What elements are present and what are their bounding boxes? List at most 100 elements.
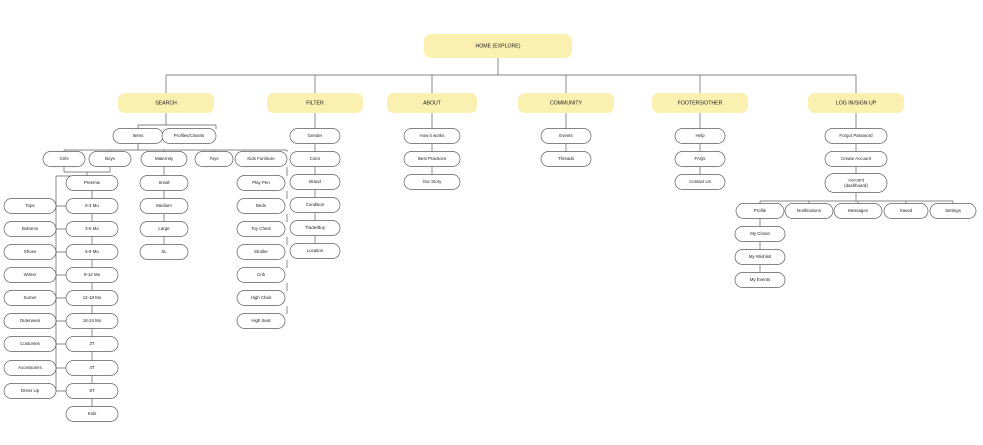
node-label: Preemie xyxy=(84,180,101,185)
node-account-dashboard[interactable]: Account(dashboard) xyxy=(824,173,888,193)
node-outerwear[interactable]: Outerwear xyxy=(3,313,57,329)
node-community[interactable]: COMMUNITY xyxy=(518,93,614,113)
node-about[interactable]: ABOUT xyxy=(387,93,477,113)
node-label: 3-6 Mo xyxy=(85,226,99,231)
node-profile[interactable]: Profile xyxy=(735,203,785,219)
node-shape xyxy=(403,151,461,167)
node-sumer[interactable]: Sumer xyxy=(3,290,57,306)
node-help[interactable]: Help xyxy=(674,128,726,144)
node-18-24-mo[interactable]: 18-24 Mo xyxy=(65,313,119,329)
node-trade-buy[interactable]: Trade/Buy xyxy=(289,220,341,236)
node-5t[interactable]: 5T xyxy=(65,383,119,399)
node-label: 6-9 Mo xyxy=(85,249,99,254)
node-layer: HOME (EXPLORE) SEARCH Items Profiles/Closet… xyxy=(3,34,977,422)
node-shape xyxy=(65,336,119,352)
node-my-events[interactable]: My Events xyxy=(734,272,786,288)
node-label: Items xyxy=(133,133,145,138)
node-condition[interactable]: Condition xyxy=(289,197,341,213)
node-label: Our Story xyxy=(423,179,443,184)
node-label: 5T xyxy=(89,388,94,393)
node-shape xyxy=(674,151,726,167)
node-high-seat[interactable]: High Seat xyxy=(236,313,286,329)
node-events[interactable]: Events xyxy=(540,128,592,144)
node-boys[interactable]: Boys xyxy=(88,151,132,167)
node-maternity[interactable]: Maternity xyxy=(140,151,188,167)
node-3t[interactable]: 3T xyxy=(65,336,119,352)
node-label: 18-24 Mo xyxy=(83,318,102,323)
node-accessories[interactable]: Accessories xyxy=(3,360,57,376)
node-label: Large xyxy=(158,226,170,231)
node-kids-furniture[interactable]: Kids Furniture xyxy=(234,151,288,167)
node-crib[interactable]: Crib xyxy=(236,267,286,283)
node-settings[interactable]: Settings xyxy=(929,203,977,219)
node-notifications[interactable]: Notifications xyxy=(784,203,834,219)
node-forgot-password[interactable]: Forgot Password xyxy=(824,128,888,144)
node-large[interactable]: Large xyxy=(139,221,189,237)
node-shape xyxy=(236,244,286,260)
node-home[interactable]: HOME (EXPLORE) xyxy=(424,34,572,58)
node-tops[interactable]: Tops xyxy=(3,198,57,214)
node-gender[interactable]: Gender xyxy=(289,128,341,144)
node-saved[interactable]: Saved xyxy=(883,203,929,219)
node-3-6-mo[interactable]: 3-6 Mo xyxy=(65,221,119,237)
node-contact-us[interactable]: Contact Us xyxy=(674,174,726,190)
node-kids[interactable]: Kids xyxy=(65,406,119,422)
node-9-12-mo[interactable]: 9-12 Mo xyxy=(65,267,119,283)
node-shape xyxy=(65,406,119,422)
node-costumes[interactable]: Costumes xyxy=(3,336,57,352)
node-faqs[interactable]: FAQs xyxy=(674,151,726,167)
node-shape xyxy=(3,336,57,352)
node-label: ABOUT xyxy=(423,100,442,106)
node-shape xyxy=(3,290,57,306)
node-dress-up[interactable]: Dress Up xyxy=(3,383,57,399)
node-location[interactable]: Location xyxy=(289,243,341,259)
node-login-signup[interactable]: LOG IN/SIGN UP xyxy=(808,93,904,113)
node-my-closet[interactable]: My Closet xyxy=(734,226,786,242)
node-winter[interactable]: Winter xyxy=(3,267,57,283)
node-label: Toy Chest xyxy=(251,226,271,231)
node-preemie[interactable]: Preemie xyxy=(65,175,119,191)
node-items[interactable]: Items xyxy=(112,128,164,144)
node-label: Account xyxy=(848,178,865,183)
node-stroller[interactable]: Stroller xyxy=(236,244,286,260)
node-shape xyxy=(139,244,189,260)
node-how-it-works[interactable]: How it works xyxy=(403,128,461,144)
node-brand[interactable]: Brand xyxy=(289,174,341,190)
node-color[interactable]: Color xyxy=(289,151,341,167)
node-label: Gender xyxy=(308,133,323,138)
node-6-9-mo[interactable]: 6-9 Mo xyxy=(65,244,119,260)
node-footers-other[interactable]: FOOTERS/OTHER xyxy=(652,93,748,113)
node-medium[interactable]: Medium xyxy=(139,198,189,214)
node-shape xyxy=(65,290,119,306)
node-profiles-closets[interactable]: Profiles/Closets xyxy=(161,128,217,144)
node-toy-chest[interactable]: Toy Chest xyxy=(236,221,286,237)
node-shape xyxy=(236,221,286,237)
node-shape xyxy=(289,197,341,213)
node-search[interactable]: SEARCH xyxy=(118,93,214,113)
node-4t[interactable]: 4T xyxy=(65,360,119,376)
node-best-practices[interactable]: Best Practices xyxy=(403,151,461,167)
node-label: Dress Up xyxy=(21,388,40,393)
node-0-3-mo[interactable]: 0-3 Mo xyxy=(65,198,119,214)
node-label: 3T xyxy=(89,341,94,346)
node-messages[interactable]: Messages xyxy=(833,203,883,219)
node-shape xyxy=(652,93,748,113)
node-label: Condition xyxy=(306,202,325,207)
node-create-account[interactable]: Create Account xyxy=(824,151,888,167)
node-label: Beds xyxy=(256,203,267,208)
node-threads[interactable]: Threads xyxy=(540,151,592,167)
node-shoes[interactable]: Shoes xyxy=(3,244,57,260)
node-girls[interactable]: Girls xyxy=(42,151,86,167)
node-xl[interactable]: XL xyxy=(139,244,189,260)
node-play-pen[interactable]: Play Pen xyxy=(236,175,286,191)
node-high-chair[interactable]: High Chair xyxy=(236,290,286,306)
node-12-18-mo[interactable]: 12-18 Mo xyxy=(65,290,119,306)
node-our-story[interactable]: Our Story xyxy=(403,174,461,190)
node-small[interactable]: Small xyxy=(139,175,189,191)
node-shape xyxy=(3,221,57,237)
node-beds[interactable]: Beds xyxy=(236,198,286,214)
node-filter[interactable]: FILTER xyxy=(267,93,363,113)
node-my-wishlist[interactable]: My Wishlist xyxy=(734,249,786,265)
node-bottoms[interactable]: Bottoms xyxy=(3,221,57,237)
node-toys[interactable]: Toys xyxy=(194,151,234,167)
